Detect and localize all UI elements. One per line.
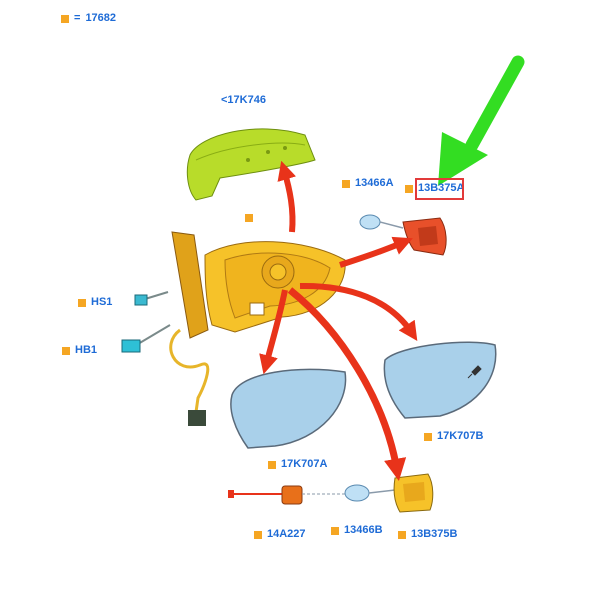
label-glass-right: 17K707B [424,431,483,442]
label-screw: HS1 [78,297,112,308]
lamp-bottom [393,473,434,513]
screw-hs1 [134,291,169,306]
label-bolt: HB1 [62,345,97,356]
bolt-hb1 [121,324,171,353]
orange-square-icon [424,432,432,441]
mirror-glass-right [383,341,497,419]
orange-square-icon [342,179,350,188]
label-bulb-bottom: 13466B [331,525,383,536]
orange-square-icon [405,184,413,193]
orange-square-icon [61,14,69,23]
bulb-top [359,214,404,230]
red-arrow-icon [339,236,413,268]
mirror-glass-left [230,368,347,449]
label-lamp-top: 13B375A [405,183,464,194]
wiring-connector [188,410,206,426]
label-cover: <17K746 [221,94,266,106]
orange-square-icon [268,460,276,469]
harness-14a227 [228,485,345,505]
orange-square-icon [254,530,262,539]
label-glass-left: 17K707A [268,459,327,470]
mirror-cover [186,128,316,201]
bulb-bottom [344,484,396,502]
green-arrow-icon [438,55,525,186]
header-code: 17682 [85,12,117,24]
orange-square-icon [245,214,253,222]
label-housing [245,214,258,222]
red-arrow-icon [259,289,288,375]
red-arrow-icon [299,282,418,341]
label-bulb-top: 13466A [342,178,394,189]
lamp-top [402,217,447,256]
orange-square-icon [331,526,339,535]
header-legend: = 17682 [61,13,116,24]
orange-square-icon [78,298,86,307]
header-symbol: = [74,12,81,24]
wiring-cable [169,328,210,413]
red-arrow-icon [287,287,407,482]
label-lamp-bottom: 13B375B [398,529,457,540]
red-arrow-icon [277,160,296,233]
highlight-box [415,178,464,200]
label-harness: 14A227 [254,529,306,540]
orange-square-icon [62,346,70,355]
orange-square-icon [398,530,406,539]
